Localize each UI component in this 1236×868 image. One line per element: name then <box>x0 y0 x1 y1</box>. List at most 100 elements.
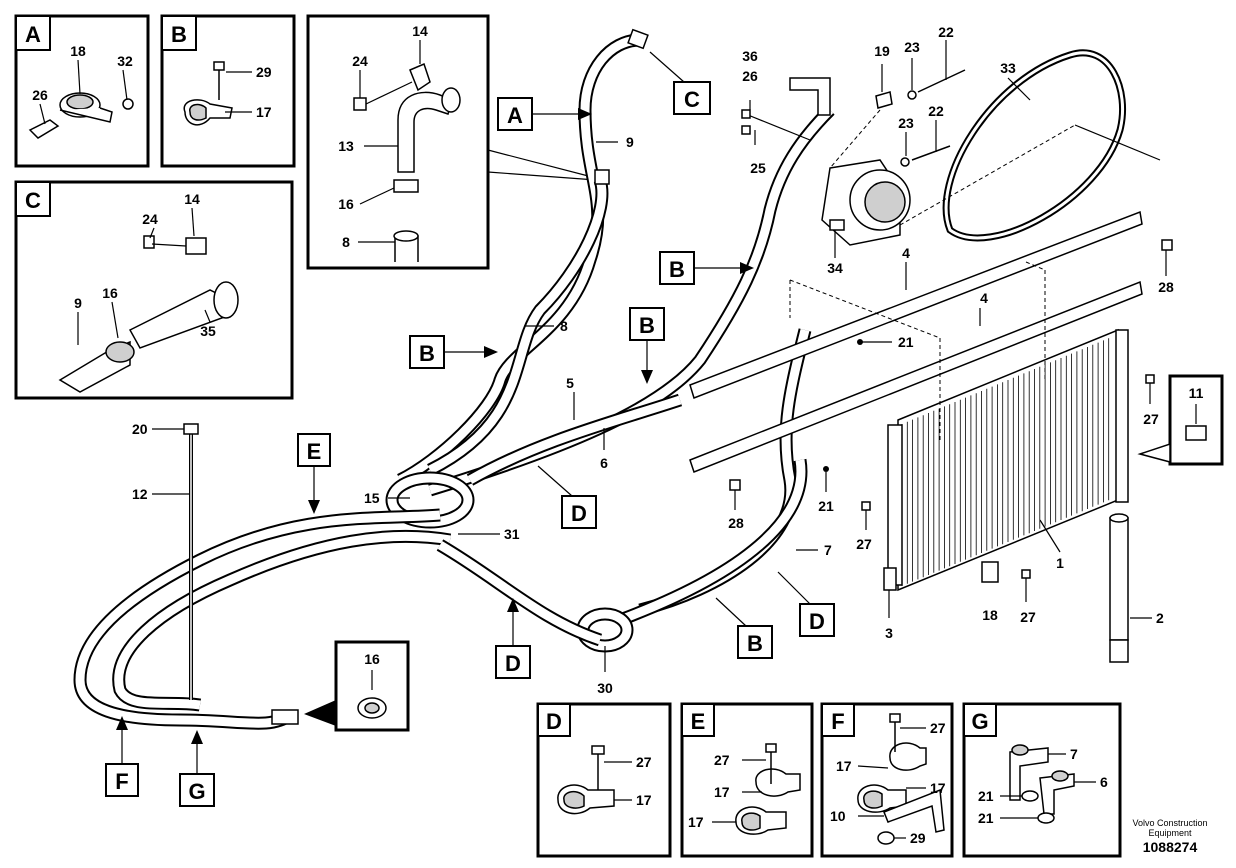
svg-text:21: 21 <box>978 810 994 826</box>
svg-text:17: 17 <box>636 792 652 808</box>
hose-assembly <box>73 28 835 730</box>
svg-text:2: 2 <box>1156 610 1164 626</box>
dipstick: 20 12 <box>132 421 199 700</box>
svg-text:D: D <box>505 651 521 676</box>
callout-b3: B <box>409 335 498 369</box>
svg-text:F: F <box>115 769 128 794</box>
detail-label-g: G <box>971 709 988 734</box>
svg-text:7: 7 <box>824 542 832 558</box>
svg-text:26: 26 <box>742 68 758 84</box>
svg-text:31: 31 <box>504 526 520 542</box>
svg-text:4: 4 <box>902 245 910 261</box>
svg-text:18: 18 <box>982 607 998 623</box>
svg-text:23: 23 <box>904 39 920 55</box>
detail-box-b: B 29 17 <box>160 14 296 168</box>
detail-box-d: D 27 17 <box>536 702 672 858</box>
condenser-fasteners: 3 18 27 27 27 21 21 <box>789 261 1159 641</box>
drawing-footer: Volvo Construction Equipment 1088274 <box>1132 818 1207 855</box>
svg-text:13: 13 <box>338 138 354 154</box>
svg-text:23: 23 <box>898 115 914 131</box>
svg-text:D: D <box>809 609 825 634</box>
detail-box-c: C 24 14 16 9 35 <box>14 180 294 400</box>
detail-label-a: A <box>25 22 41 47</box>
svg-text:16: 16 <box>102 285 118 301</box>
svg-text:9: 9 <box>74 295 82 311</box>
svg-text:15: 15 <box>364 490 380 506</box>
compressor-bolts: 19 23 22 23 22 <box>829 24 966 169</box>
callout-a: A <box>497 97 592 131</box>
svg-text:19: 19 <box>874 43 890 59</box>
svg-text:22: 22 <box>938 24 954 40</box>
svg-text:30: 30 <box>597 680 613 696</box>
callout-d2: D <box>777 571 835 637</box>
callout-d1: D <box>537 465 597 529</box>
detail-label-b: B <box>171 22 187 47</box>
detail-label-c: C <box>25 188 41 213</box>
svg-text:22: 22 <box>928 103 944 119</box>
svg-text:8: 8 <box>342 234 350 250</box>
svg-text:21: 21 <box>898 334 914 350</box>
svg-text:18: 18 <box>70 43 86 59</box>
svg-text:28: 28 <box>728 515 744 531</box>
svg-text:14: 14 <box>184 191 200 207</box>
callout-d3: D <box>495 598 531 679</box>
detail-label-d: D <box>546 709 562 734</box>
hose-labels: 9 8 5 6 7 15 31 30 <box>364 134 832 696</box>
callout-c: C <box>649 51 711 115</box>
pressure-switch-box: 11 <box>1137 374 1224 466</box>
svg-text:5: 5 <box>566 375 574 391</box>
callout-b2: B <box>629 307 665 384</box>
svg-text:17: 17 <box>688 814 704 830</box>
svg-text:17: 17 <box>930 780 946 796</box>
svg-text:16: 16 <box>338 196 354 212</box>
svg-text:16: 16 <box>364 651 380 667</box>
svg-text:27: 27 <box>856 536 872 552</box>
svg-text:21: 21 <box>818 498 834 514</box>
svg-text:E: E <box>307 439 322 464</box>
callout-f: F <box>105 716 139 797</box>
svg-text:32: 32 <box>117 53 133 69</box>
company-line-2: Equipment <box>1148 828 1192 838</box>
svg-text:6: 6 <box>1100 774 1108 790</box>
svg-text:12: 12 <box>132 486 148 502</box>
svg-text:14: 14 <box>412 23 428 39</box>
svg-text:28: 28 <box>1158 279 1174 295</box>
receiver-drier: 2 <box>1109 513 1164 663</box>
svg-text:G: G <box>188 779 205 804</box>
svg-text:17: 17 <box>714 784 730 800</box>
svg-text:6: 6 <box>600 455 608 471</box>
svg-text:33: 33 <box>1000 60 1016 76</box>
svg-text:B: B <box>419 341 435 366</box>
detail-box-g: G 7 6 21 21 <box>962 702 1122 858</box>
detail-box-f: F 27 17 17 10 29 <box>820 702 954 858</box>
svg-text:D: D <box>571 501 587 526</box>
svg-text:9: 9 <box>626 134 634 150</box>
svg-text:1: 1 <box>1056 555 1064 571</box>
svg-text:4: 4 <box>980 290 988 306</box>
callout-g: G <box>179 730 215 807</box>
svg-text:34: 34 <box>827 260 843 276</box>
mounting-rails: 4 4 28 28 <box>689 210 1174 531</box>
detail-box-e: E 27 17 17 <box>680 702 814 858</box>
company-line-1: Volvo Construction <box>1132 818 1207 828</box>
svg-text:3: 3 <box>885 625 893 641</box>
svg-text:20: 20 <box>132 421 148 437</box>
svg-text:36: 36 <box>742 48 758 64</box>
callout-e: E <box>297 433 331 514</box>
svg-text:8: 8 <box>560 318 568 334</box>
svg-text:10: 10 <box>830 808 846 824</box>
svg-text:17: 17 <box>836 758 852 774</box>
svg-text:35: 35 <box>200 323 216 339</box>
svg-text:29: 29 <box>910 830 926 846</box>
detail-box-hose-end: 14 24 13 16 8 <box>306 14 490 270</box>
detail-label-f: F <box>831 709 844 734</box>
svg-text:27: 27 <box>1020 609 1036 625</box>
detail-box-a: A 18 32 26 <box>14 14 150 168</box>
detail-label-e: E <box>691 709 706 734</box>
callout-tags: A C B B B B <box>105 51 835 807</box>
svg-text:C: C <box>684 87 700 112</box>
condenser: 1 <box>887 328 1129 592</box>
svg-text:25: 25 <box>750 160 766 176</box>
clamp-16-callout: 16 <box>304 640 410 732</box>
